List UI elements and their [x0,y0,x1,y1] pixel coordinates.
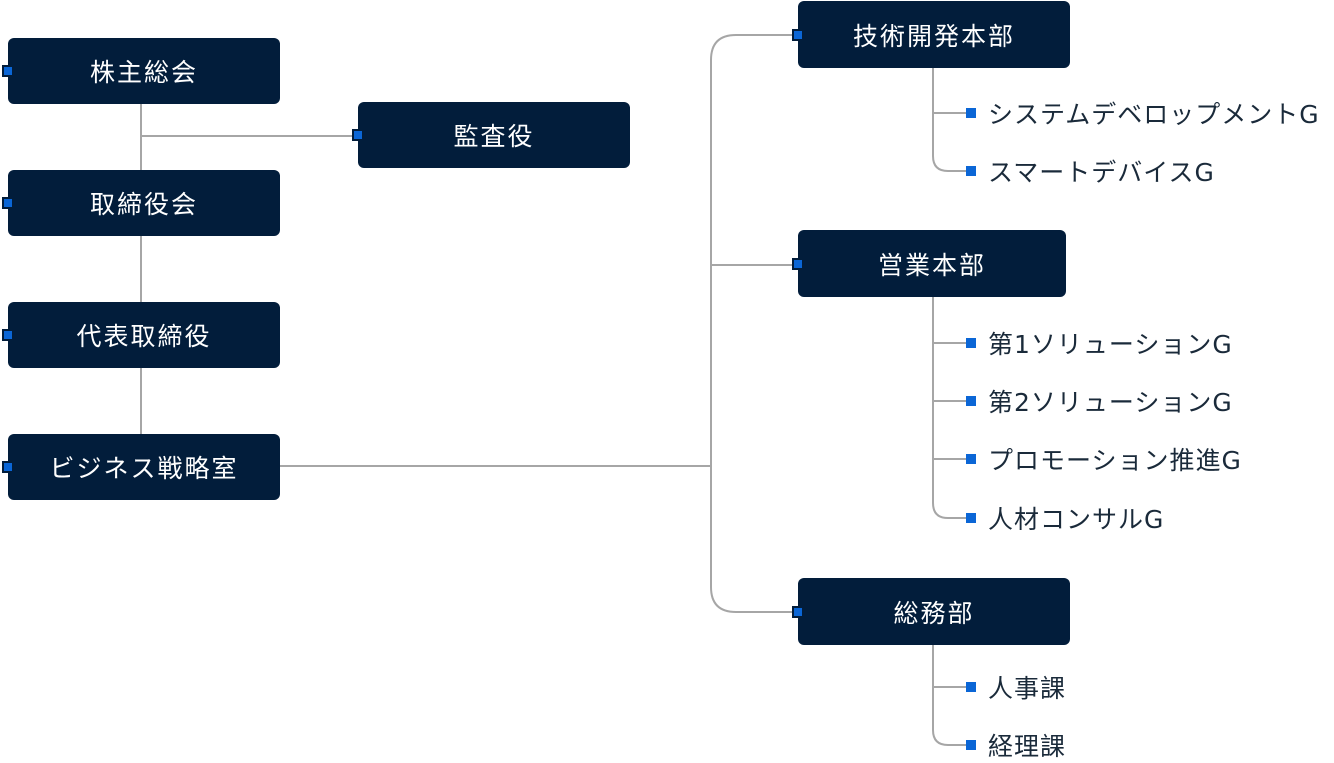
group-item: 人事課 [966,672,1067,703]
node-marker-icon [792,605,804,618]
bullet-square-icon [966,338,976,348]
node-marker-icon [2,65,14,77]
node-marker-icon [352,129,364,141]
bullet-square-icon [966,396,976,406]
node-label: 営業本部 [877,250,986,280]
node-division-general-affairs: 総務部 [792,578,1070,645]
group-item: プロモーション推進G [966,444,1242,475]
node-marker-icon [792,257,804,270]
node-marker-icon [2,197,14,209]
group-item: 経理課 [966,730,1067,761]
node-division-sales: 営業本部 [792,230,1066,297]
group-label: 経理課 [988,732,1067,761]
node-board-of-directors: 取締役会 [2,170,280,236]
connector-trunk-tech [710,34,800,466]
node-label: 総務部 [893,598,975,628]
node-auditor: 監査役 [352,102,630,168]
bullet-square-icon [966,454,976,464]
bullet-square-icon [966,513,976,523]
node-marker-icon [2,329,14,341]
group-item: 第1ソリューションG [966,328,1233,359]
group-label: 人事課 [988,674,1067,703]
group-label: スマートデバイスG [988,158,1215,187]
node-label: 代表取締役 [76,322,212,351]
connector-tech-branch [932,68,968,172]
node-label: ビジネス戦略室 [49,454,239,483]
node-marker-icon [792,28,804,41]
group-item: スマートデバイスG [966,156,1215,187]
group-item: 第2ソリューションG [966,386,1233,417]
bullet-square-icon [966,740,976,750]
node-business-strategy: ビジネス戦略室 [2,434,280,500]
group-label: プロモーション推進G [988,446,1242,475]
node-label: 取締役会 [89,190,198,219]
bullet-square-icon [966,166,976,176]
node-marker-icon [2,461,14,473]
group-label: 人材コンサルG [988,505,1165,534]
group-label: 第1ソリューションG [988,330,1233,359]
group-item: 人材コンサルG [966,503,1165,534]
node-label: 技術開発本部 [852,21,1015,51]
node-label: 監査役 [453,122,535,151]
connector-sales-branch [932,297,968,519]
connector-general-branch [932,645,968,746]
node-ceo: 代表取締役 [2,302,280,368]
node-label: 株主総会 [89,58,198,87]
connector-trunk-general [710,466,800,613]
bullet-square-icon [966,682,976,692]
node-shareholders-meeting: 株主総会 [2,38,280,104]
group-item: システムデベロップメントG [966,98,1320,129]
group-label: システムデベロップメントG [988,100,1320,129]
bullet-square-icon [966,108,976,118]
group-label: 第2ソリューションG [988,388,1233,417]
node-division-tech: 技術開発本部 [792,1,1070,68]
